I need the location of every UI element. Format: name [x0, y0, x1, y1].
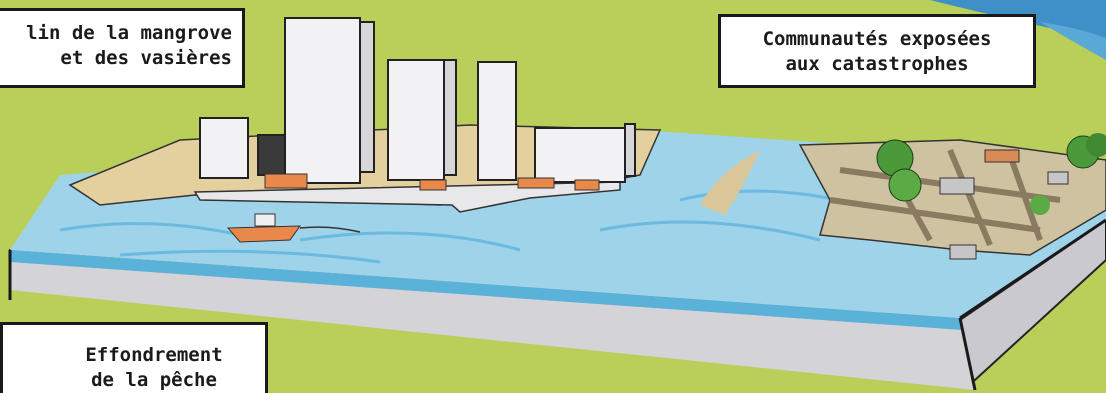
label-mangrove-loss: lin de la mangrove et des vasières — [0, 8, 245, 88]
label-fisheries-line1: Effondrement — [43, 343, 265, 368]
label-fisheries-collapse: Effondrement de la pêche — [0, 322, 268, 393]
label-fisheries-line2: de la pêche — [43, 368, 265, 393]
label-mangrove-line1: lin de la mangrove — [0, 21, 232, 46]
tower-building-icon — [200, 18, 635, 183]
label-exposed-communities: Communautés exposées aux catastrophes — [718, 14, 1036, 88]
label-communities-line1: Communautés exposées — [721, 27, 1033, 52]
label-mangrove-line2: et des vasières — [0, 46, 232, 71]
label-communities-line2: aux catastrophes — [721, 52, 1033, 77]
